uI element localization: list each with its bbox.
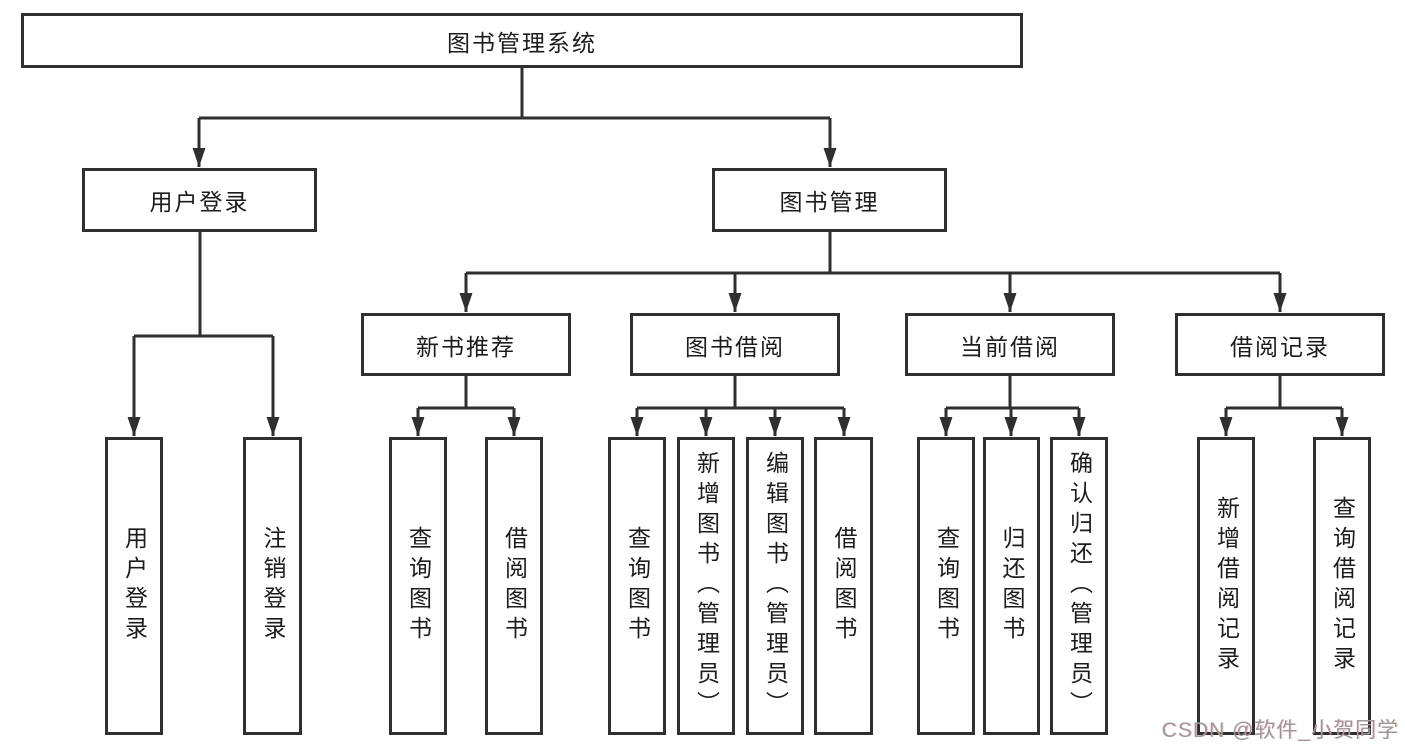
node-label: 查询借阅记录	[1329, 496, 1356, 676]
leaf-current-query-books: 查询图书	[917, 437, 975, 735]
node-label: 编辑图书（管理员）	[762, 451, 789, 721]
node-label: 注销登录	[260, 526, 286, 646]
leaf-user-login: 用户登录	[105, 437, 163, 735]
node-label: 查询图书	[405, 526, 432, 646]
node-label: 图书借阅	[685, 333, 785, 360]
node-label: 归还图书	[999, 526, 1025, 646]
node-label: 确认归还（管理员）	[1066, 451, 1093, 721]
node-label: 新增借阅记录	[1213, 496, 1240, 676]
leaf-logout: 注销登录	[243, 437, 302, 735]
node-label: 当前借阅	[960, 333, 1060, 360]
watermark: CSDN @软件_小贺同学	[1161, 719, 1399, 742]
leaf-newbook-borrow-books: 借阅图书	[485, 437, 543, 735]
node-new-book-recommend: 新书推荐	[361, 313, 571, 376]
node-label: 新增图书（管理员）	[693, 451, 720, 721]
node-label: 借阅图书	[501, 526, 528, 646]
node-label: 用户登录	[149, 189, 250, 215]
node-user-login: 用户登录	[82, 168, 317, 232]
node-current-borrow: 当前借阅	[905, 313, 1115, 376]
leaf-records-query-record: 查询借阅记录	[1313, 437, 1371, 735]
node-label: 借阅记录	[1230, 333, 1330, 360]
node-label: 查询图书	[933, 526, 960, 646]
node-book-management: 图书管理	[712, 168, 947, 232]
node-label: 借阅图书	[831, 526, 857, 646]
node-label: 新书推荐	[416, 333, 516, 360]
leaf-borrow-add-books-admin: 新增图书（管理员）	[677, 437, 735, 735]
node-label: 查询图书	[624, 526, 651, 646]
leaf-records-add-record: 新增借阅记录	[1197, 437, 1255, 735]
leaf-borrow-edit-books-admin: 编辑图书（管理员）	[746, 437, 804, 735]
leaf-newbook-query-books: 查询图书	[389, 437, 447, 735]
node-root: 图书管理系统	[21, 13, 1023, 68]
node-book-borrow: 图书借阅	[630, 313, 840, 376]
node-label: 图书管理	[779, 189, 880, 215]
node-label: 用户登录	[121, 526, 148, 646]
leaf-borrow-query-books: 查询图书	[608, 437, 666, 735]
leaf-current-confirm-return-admin: 确认归还（管理员）	[1050, 437, 1108, 735]
leaf-borrow-borrow-books: 借阅图书	[814, 437, 873, 735]
node-label: 图书管理系统	[447, 29, 597, 56]
leaf-current-return-books: 归还图书	[983, 437, 1040, 735]
node-borrow-records: 借阅记录	[1175, 313, 1385, 376]
